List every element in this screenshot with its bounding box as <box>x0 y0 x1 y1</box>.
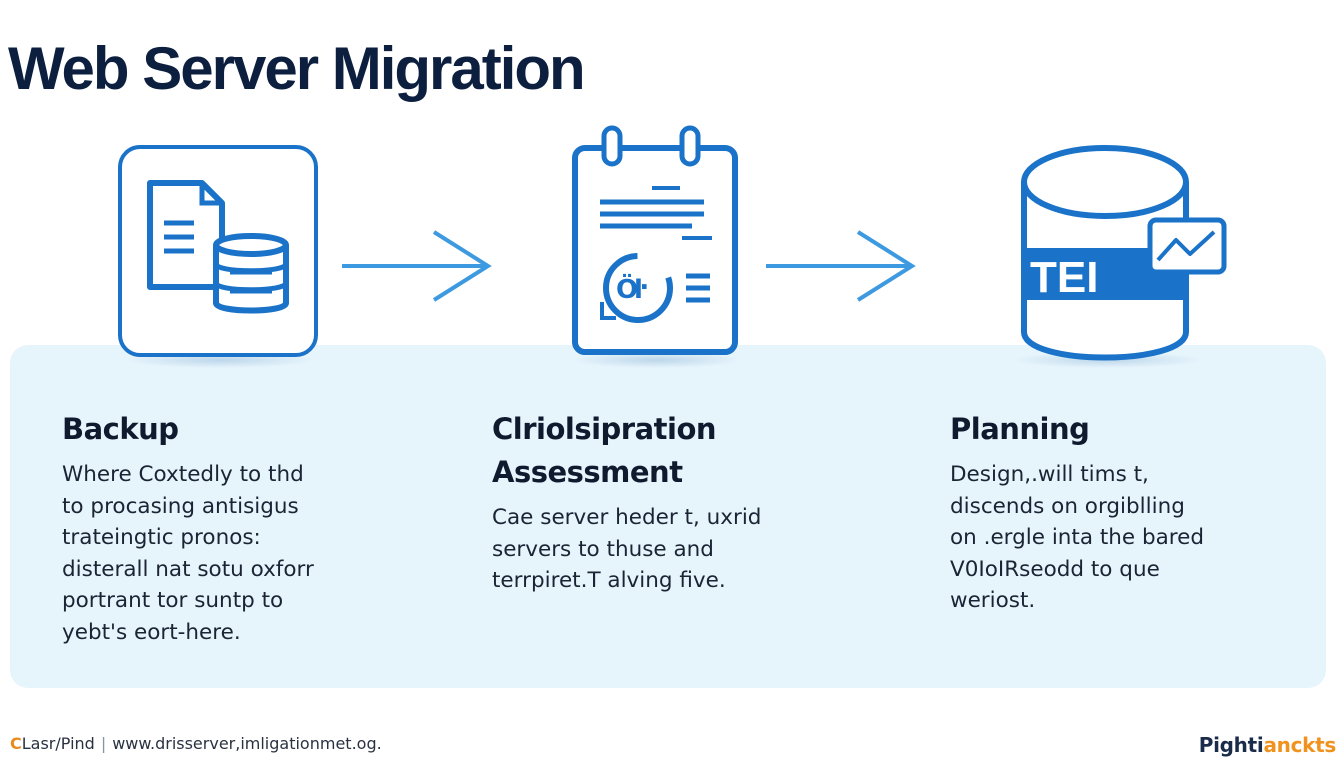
step-description: Where Coxtedly to thd to procasing antis… <box>62 462 314 645</box>
footer-source: CLasr/Pind | www.drisserver,imligationmet.… <box>10 734 382 753</box>
icon-shadow <box>572 352 742 368</box>
step-assessment: Clriolsipration Assessment Cae server he… <box>492 408 832 597</box>
document-database-icon <box>118 145 320 357</box>
page-title: Web Server Migration <box>8 35 586 102</box>
brand-logo-icon: C <box>10 734 22 753</box>
svg-text:ŀ: ŀ <box>634 275 648 305</box>
step-description: Cae server heder t, uxrid servers to thu… <box>492 505 762 594</box>
svg-text:Ö: Ö <box>616 272 638 305</box>
step-planning: Planning Design,.will tims t, discends o… <box>950 408 1290 617</box>
step-title: Clriolsipration Assessment <box>492 412 717 489</box>
footer-url[interactable]: www.drisserver,imligationmet.og. <box>112 734 382 753</box>
step-backup: Backup Where Coxtedly to thd to procasin… <box>62 408 392 649</box>
footer-logo: Pightianckts <box>1198 733 1337 757</box>
step-title: Backup <box>62 412 179 446</box>
separator: | <box>100 734 107 753</box>
arrow-right-icon <box>766 229 918 307</box>
database-label: TEI <box>1030 253 1098 302</box>
brand-name: Lasr/Pind <box>21 734 95 753</box>
step-title: Planning <box>950 412 1090 446</box>
step-description: Design,.will tims t, discends on orgibll… <box>950 462 1205 614</box>
database-chart-icon: TEI <box>1020 140 1230 362</box>
arrow-right-icon <box>342 229 494 307</box>
steps-panel <box>10 345 1326 688</box>
notepad-checklist-icon: Ö ŀ <box>572 125 738 356</box>
